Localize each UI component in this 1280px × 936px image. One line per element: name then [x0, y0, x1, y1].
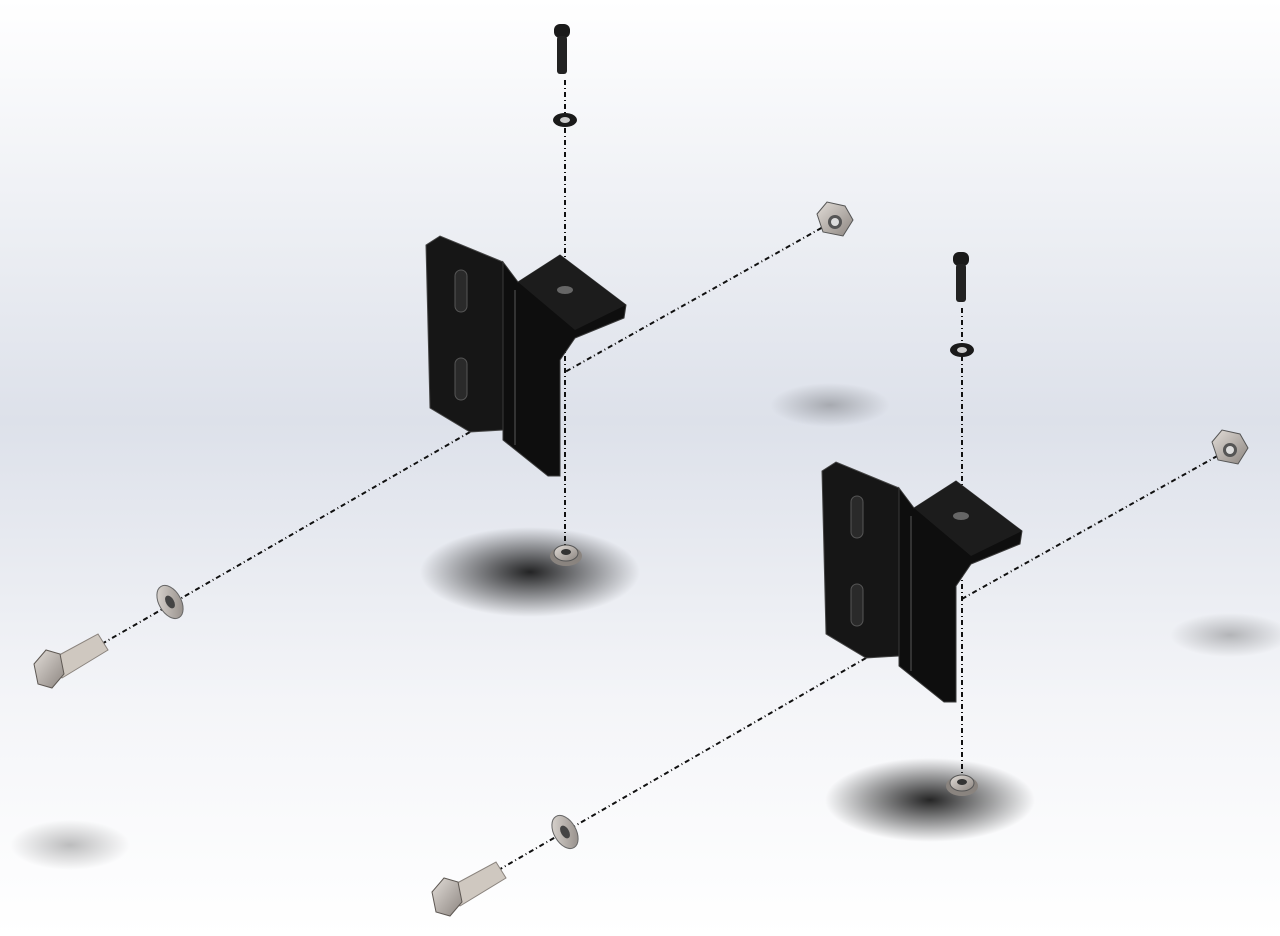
shadows	[10, 383, 1280, 870]
lock-washer[interactable]	[553, 113, 577, 127]
lock-washer[interactable]	[950, 343, 974, 357]
